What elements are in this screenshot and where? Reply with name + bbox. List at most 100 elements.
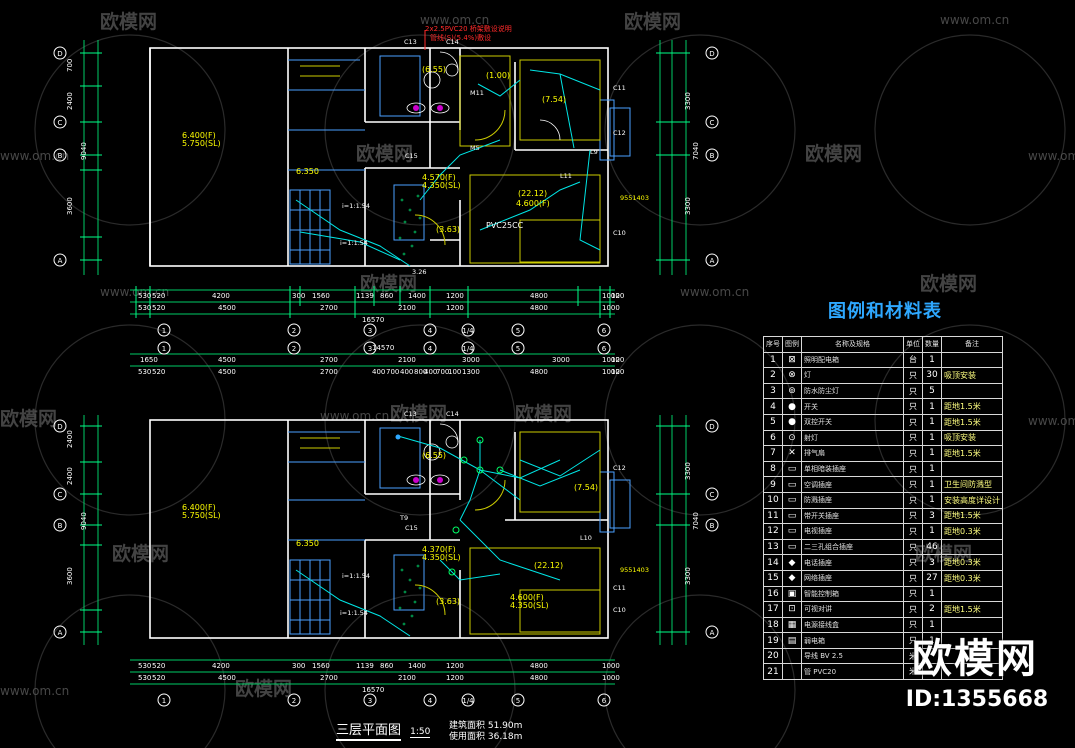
legend-note	[941, 382, 1003, 400]
watermark-url-text: www.om.cn	[1028, 149, 1075, 163]
legend-note: 距地0.3米	[941, 523, 1003, 540]
legend-name: 开关	[801, 398, 904, 415]
legend-symbol-icon: ◆	[782, 554, 802, 571]
svg-text:C13: C13	[404, 410, 417, 418]
legend-no: 7	[763, 445, 783, 462]
svg-text:2: 2	[292, 345, 296, 353]
svg-text:D: D	[709, 423, 714, 431]
svg-text:(3.63): (3.63)	[436, 225, 460, 234]
legend-name: 导线 BV 2.5	[801, 647, 904, 665]
svg-text:2400: 2400	[66, 92, 74, 110]
legend-no: 5	[763, 413, 783, 431]
legend-symbol-icon: ⊗	[782, 367, 802, 384]
svg-text:700: 700	[66, 59, 74, 72]
legend-note: 安装高度详设计	[941, 491, 1003, 509]
svg-text:C14: C14	[446, 410, 459, 418]
svg-text:120: 120	[611, 356, 624, 364]
drawing-title-block: 三层平面图 1:50	[336, 719, 431, 741]
legend-qty: 1	[922, 460, 942, 478]
svg-text:4: 4	[428, 327, 433, 335]
svg-text:9551403: 9551403	[620, 566, 649, 574]
svg-text:4.370(F): 4.370(F)	[422, 545, 456, 554]
svg-text:5: 5	[516, 327, 520, 335]
svg-text:2700: 2700	[320, 356, 338, 364]
svg-text:1/4: 1/4	[462, 327, 474, 335]
legend-symbol-icon: ◆	[782, 569, 802, 587]
svg-text:3300: 3300	[684, 92, 692, 110]
legend-no: 2	[763, 367, 783, 384]
svg-text:i=1:1.54: i=1:1.54	[342, 572, 370, 580]
watermark-url-text: www.om.cn	[420, 13, 489, 27]
legend-name: 单相暗装插座	[801, 460, 904, 478]
svg-text:(22.12): (22.12)	[534, 561, 563, 570]
svg-text:9040: 9040	[80, 142, 88, 160]
legend-name: 空调插座	[801, 476, 904, 493]
legend-note: 吸顶安装	[941, 429, 1003, 447]
legend-header-no: 序号	[763, 336, 783, 353]
watermark-brand-text: 欧模网	[235, 677, 292, 700]
svg-text:3600: 3600	[66, 197, 74, 215]
drawing-title: 三层平面图	[336, 719, 402, 741]
usable-area: 使用面积 36.18m	[449, 732, 523, 742]
svg-text:M5: M5	[470, 144, 480, 152]
svg-text:C10: C10	[613, 606, 626, 614]
svg-text:2400: 2400	[66, 467, 74, 485]
legend-symbol-icon	[782, 647, 802, 665]
svg-text:400: 400	[400, 368, 413, 376]
legend-no: 9	[763, 476, 783, 493]
svg-text:1560: 1560	[312, 292, 330, 300]
legend-no: 4	[763, 398, 783, 415]
legend-name: 电话插座	[801, 554, 904, 571]
svg-text:C14: C14	[446, 38, 459, 46]
svg-text:6: 6	[602, 327, 607, 335]
legend-name: 防溅插座	[801, 491, 904, 509]
svg-text:1200: 1200	[446, 662, 464, 670]
svg-text:530: 530	[138, 674, 151, 682]
svg-text:1400: 1400	[408, 662, 426, 670]
svg-text:C11: C11	[613, 84, 626, 92]
svg-text:530: 530	[138, 368, 151, 376]
legend-qty: 2	[922, 601, 942, 618]
svg-text:14570: 14570	[372, 344, 394, 352]
legend-symbol-icon: ✕	[782, 445, 802, 462]
legend-no: 20	[763, 647, 783, 665]
legend-unit: 台	[903, 351, 923, 369]
svg-text:i=1:1.54: i=1:1.54	[340, 239, 368, 247]
svg-text:2x2.5PVC20 桥架敷设说明: 2x2.5PVC20 桥架敷设说明	[425, 24, 512, 33]
svg-text:1/4: 1/4	[462, 345, 474, 353]
svg-text:530: 530	[138, 662, 151, 670]
legend-note: 距地1.5米	[941, 445, 1003, 462]
watermark-brand-text: 欧模网	[100, 10, 157, 33]
svg-text:4800: 4800	[530, 292, 548, 300]
svg-text:2400: 2400	[66, 430, 74, 448]
legend-no: 21	[763, 663, 783, 681]
brand-watermark: 欧模网	[912, 636, 1038, 682]
svg-text:5.750(SL): 5.750(SL)	[182, 139, 221, 148]
legend-unit: 只	[903, 601, 923, 618]
svg-text:4200: 4200	[212, 662, 230, 670]
legend-unit: 只	[903, 523, 923, 540]
watermark-brand-text: 欧模网	[356, 142, 413, 165]
svg-text:6.400(F): 6.400(F)	[182, 131, 216, 140]
svg-text:4: 4	[428, 345, 433, 353]
legend-note: 卫生间防溅型	[941, 476, 1003, 493]
legend-unit: 只	[903, 569, 923, 587]
legend-note	[941, 663, 1003, 681]
legend-qty: 1	[922, 445, 942, 462]
svg-text:800: 800	[414, 368, 427, 376]
svg-text:4800: 4800	[530, 662, 548, 670]
svg-text:7040: 7040	[692, 142, 700, 160]
svg-text:3: 3	[368, 345, 372, 353]
svg-text:100: 100	[448, 368, 461, 376]
svg-text:2100: 2100	[398, 674, 416, 682]
legend-unit: 只	[903, 491, 923, 509]
svg-text:管线(S)(5.4%)敷设: 管线(S)(5.4%)敷设	[430, 33, 491, 42]
svg-text:L9: L9	[590, 148, 598, 156]
legend-qty: 1	[922, 491, 942, 509]
